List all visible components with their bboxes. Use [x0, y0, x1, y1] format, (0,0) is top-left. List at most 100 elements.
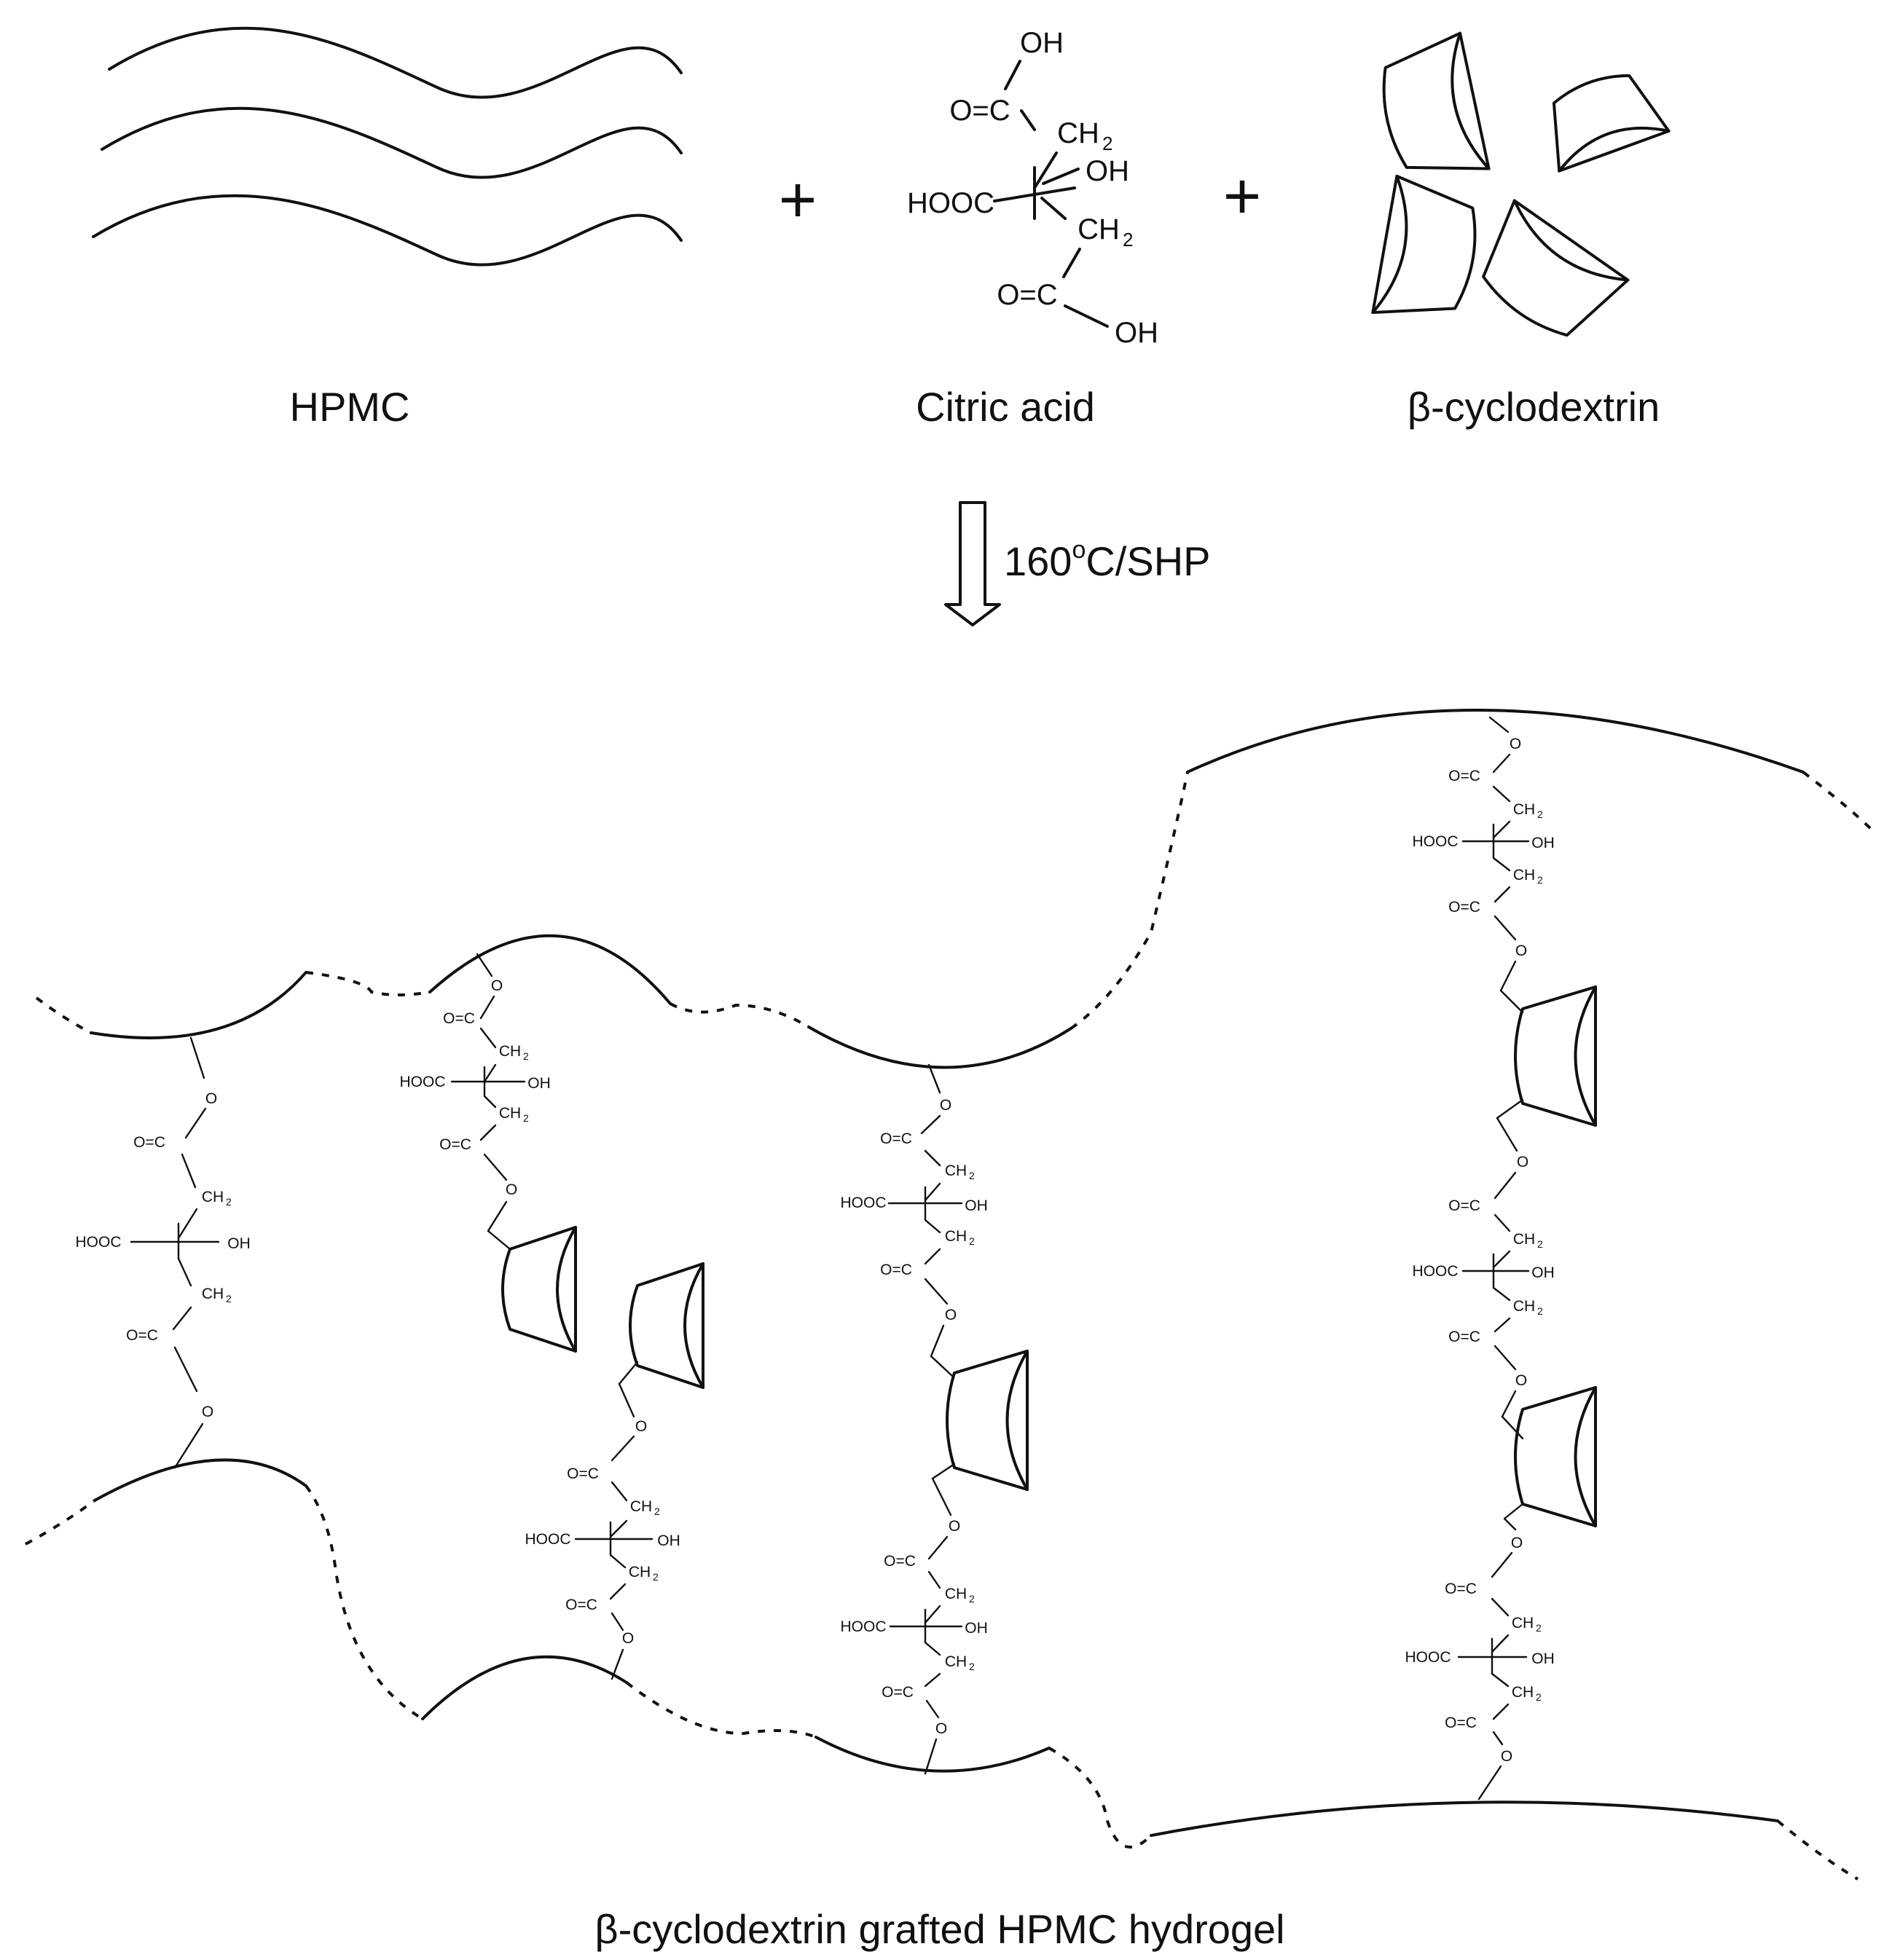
- hpmc-chains: [92, 26, 683, 267]
- svg-text:O=C: O=C: [567, 1465, 599, 1482]
- svg-text:2: 2: [653, 1571, 659, 1583]
- svg-text:HOOC: HOOC: [400, 1074, 446, 1090]
- svg-text:2: 2: [1536, 1622, 1542, 1634]
- svg-text:CH: CH: [629, 1564, 651, 1581]
- svg-text:O: O: [949, 1518, 960, 1535]
- svg-text:2: 2: [1537, 874, 1543, 886]
- citric-acid-structure: OH O=C CH 2 HOOC OH CH 2 O=C OH: [907, 27, 1158, 349]
- svg-text:O=C: O=C: [997, 279, 1057, 311]
- svg-text:O=C: O=C: [1445, 1581, 1477, 1597]
- svg-text:CH: CH: [499, 1105, 521, 1122]
- svg-text:OH: OH: [1531, 1650, 1555, 1667]
- svg-text:CH: CH: [630, 1498, 652, 1515]
- svg-text:O=C: O=C: [949, 95, 1010, 127]
- svg-text:O: O: [1511, 1535, 1523, 1551]
- svg-text:2: 2: [654, 1506, 660, 1517]
- svg-text:O: O: [491, 977, 503, 994]
- reaction-condition: 160oC/SHP: [1004, 536, 1211, 584]
- svg-text:CH: CH: [1513, 1298, 1535, 1315]
- svg-text:O=C: O=C: [1448, 1197, 1480, 1214]
- svg-text:O=C: O=C: [1448, 768, 1480, 784]
- svg-text:2: 2: [523, 1050, 529, 1062]
- svg-text:O=C: O=C: [133, 1134, 165, 1151]
- svg-text:O: O: [635, 1418, 647, 1435]
- svg-text:2: 2: [1537, 1305, 1543, 1317]
- svg-text:2: 2: [1537, 808, 1543, 820]
- svg-text:2: 2: [969, 1170, 975, 1181]
- svg-text:2: 2: [1537, 1238, 1543, 1250]
- svg-text:OH: OH: [527, 1075, 551, 1092]
- svg-text:OH: OH: [965, 1197, 988, 1214]
- svg-text:O: O: [1501, 1748, 1512, 1765]
- svg-text:O=C: O=C: [1448, 1329, 1480, 1345]
- svg-text:O=C: O=C: [882, 1684, 914, 1701]
- svg-text:2: 2: [226, 1293, 232, 1304]
- svg-text:HOOC: HOOC: [1413, 833, 1459, 850]
- svg-text:CH: CH: [945, 1162, 967, 1179]
- svg-text:HOOC: HOOC: [76, 1234, 122, 1251]
- svg-text:2: 2: [523, 1112, 529, 1124]
- svg-text:O=C: O=C: [1445, 1715, 1477, 1731]
- svg-text:O=C: O=C: [565, 1597, 597, 1613]
- svg-text:O=C: O=C: [126, 1327, 158, 1344]
- product-label: β-cyclodextrin grafted HPMC hydrogel: [594, 1906, 1284, 1952]
- crosslink-chain-2: O O=C CH 2 HOOC OH CH 2 O=C O: [400, 953, 577, 1353]
- svg-text:O: O: [935, 1720, 947, 1737]
- crosslink-chain-5: O O=C CH 2 HOOC OH CH 2 O=C O O O=C CH 2…: [1405, 716, 1597, 1800]
- svg-text:O: O: [1517, 1154, 1528, 1170]
- hpmc-backbone: [25, 709, 1874, 1881]
- svg-text:2: 2: [1536, 1691, 1542, 1703]
- svg-text:CH: CH: [1078, 213, 1120, 245]
- crosslink-chain-3: O O=C CH 2 HOOC OH CH 2 O=C O: [525, 1262, 704, 1680]
- svg-text:CH: CH: [945, 1653, 967, 1670]
- svg-text:OH: OH: [1531, 835, 1555, 851]
- svg-text:OH: OH: [1086, 155, 1129, 187]
- svg-text:CH: CH: [1513, 1231, 1535, 1248]
- svg-text:HOOC: HOOC: [525, 1531, 571, 1548]
- citric-acid-label: Citric acid: [916, 384, 1095, 430]
- beta-cyclodextrin-label: β-cyclodextrin: [1408, 384, 1660, 430]
- crosslink-chain-4: O O=C CH 2 HOOC OH CH 2 O=C O O O=C CH 2…: [841, 1063, 1029, 1775]
- reaction-arrow: [944, 501, 1001, 626]
- svg-text:2: 2: [1123, 229, 1133, 251]
- svg-text:HOOC: HOOC: [841, 1618, 887, 1635]
- svg-text:HOOC: HOOC: [841, 1195, 887, 1211]
- svg-text:OH: OH: [657, 1532, 680, 1549]
- svg-text:O: O: [945, 1307, 957, 1323]
- svg-text:2: 2: [969, 1593, 975, 1605]
- svg-text:O=C: O=C: [880, 1130, 912, 1147]
- svg-text:CH: CH: [1057, 117, 1099, 149]
- beta-cyclodextrin-icons: [1371, 31, 1671, 337]
- svg-text:CH: CH: [1513, 801, 1535, 818]
- svg-text:2: 2: [969, 1235, 975, 1247]
- svg-text:O: O: [940, 1097, 951, 1114]
- svg-text:OH: OH: [1020, 27, 1064, 59]
- svg-text:CH: CH: [202, 1286, 224, 1302]
- svg-text:O=C: O=C: [880, 1262, 912, 1278]
- svg-text:HOOC: HOOC: [1413, 1263, 1459, 1280]
- svg-text:O: O: [202, 1404, 213, 1420]
- svg-text:OH: OH: [965, 1620, 988, 1637]
- svg-text:O: O: [1510, 736, 1521, 752]
- hpmc-label: HPMC: [290, 384, 410, 430]
- svg-text:2: 2: [1102, 133, 1112, 154]
- svg-text:O: O: [622, 1630, 634, 1647]
- svg-text:OH: OH: [227, 1235, 251, 1252]
- svg-text:CH: CH: [202, 1189, 224, 1205]
- svg-text:O=C: O=C: [884, 1553, 916, 1570]
- svg-text:HOOC: HOOC: [1405, 1649, 1451, 1666]
- svg-text:O: O: [1515, 1372, 1527, 1389]
- svg-text:2: 2: [969, 1661, 975, 1672]
- svg-text:O=C: O=C: [443, 1010, 475, 1027]
- svg-text:HOOC: HOOC: [907, 187, 994, 219]
- plus-sign-1: +: [779, 164, 817, 237]
- svg-text:O: O: [205, 1090, 217, 1107]
- plus-sign-2: +: [1223, 160, 1262, 233]
- svg-text:OH: OH: [1531, 1264, 1555, 1281]
- svg-text:CH: CH: [499, 1043, 521, 1060]
- svg-text:O=C: O=C: [1448, 899, 1480, 916]
- svg-text:CH: CH: [1512, 1615, 1534, 1632]
- svg-text:CH: CH: [1512, 1684, 1534, 1701]
- svg-text:OH: OH: [1115, 317, 1158, 349]
